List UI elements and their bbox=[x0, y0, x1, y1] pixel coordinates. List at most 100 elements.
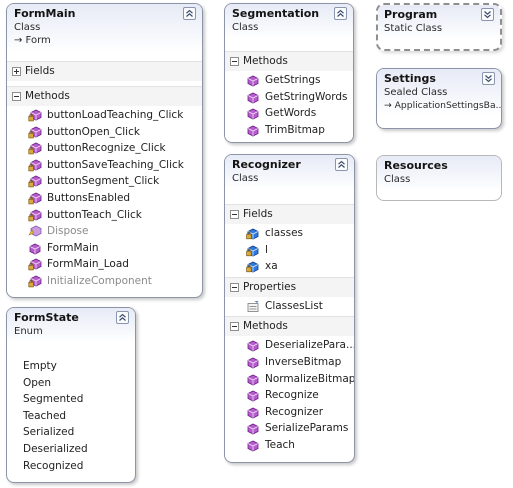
member-label: buttonRecognize_Click bbox=[47, 142, 166, 155]
expand-chevron-icon[interactable] bbox=[482, 72, 495, 85]
class-header[interactable]: FormMain Class → Form bbox=[7, 4, 202, 51]
enum-value[interactable]: Segmented bbox=[23, 393, 84, 406]
methods-section-header[interactable]: Methods bbox=[225, 51, 353, 71]
protected-method-icon bbox=[28, 225, 42, 238]
enum-value[interactable]: Deserialized bbox=[23, 442, 88, 455]
method-icon bbox=[246, 339, 260, 352]
member-method[interactable]: buttonLoadTeaching_Click bbox=[7, 107, 202, 124]
expand-chevron-icon[interactable] bbox=[481, 8, 494, 21]
member-property[interactable]: ClassesList bbox=[225, 298, 354, 315]
member-method[interactable]: DeserializePara... bbox=[225, 337, 354, 354]
member-method[interactable]: buttonSegment_Click bbox=[7, 173, 202, 190]
member-label: GetStrings bbox=[265, 74, 321, 86]
member-label: buttonLoadTeaching_Click bbox=[47, 109, 184, 121]
member-method[interactable]: GetStringWords bbox=[225, 89, 353, 106]
class-header[interactable]: Segmentation Class bbox=[225, 4, 353, 38]
collapse-chevron-icon[interactable] bbox=[183, 7, 196, 20]
member-method[interactable]: SerializeParams bbox=[225, 420, 354, 437]
methods-section-header[interactable]: Methods bbox=[225, 316, 354, 337]
private-method-icon bbox=[28, 109, 42, 122]
class-header[interactable]: Resources Class bbox=[377, 156, 501, 190]
enum-value[interactable]: Teached bbox=[23, 409, 67, 422]
enum-value[interactable]: Open bbox=[23, 376, 52, 389]
collapse-toggle-icon[interactable] bbox=[230, 57, 239, 66]
class-header[interactable]: Recognizer Class bbox=[225, 155, 354, 189]
class-header[interactable]: Program Static Class bbox=[378, 5, 500, 39]
collapse-toggle-icon[interactable] bbox=[230, 282, 239, 292]
fields-section-header[interactable]: Fields bbox=[225, 204, 354, 224]
collapse-toggle-icon[interactable] bbox=[230, 210, 239, 219]
section-label: Fields bbox=[243, 208, 273, 220]
enum-kind: Enum bbox=[14, 326, 43, 337]
member-label: ButtonsEnabled bbox=[47, 191, 131, 204]
method-icon bbox=[246, 91, 260, 104]
member-method[interactable]: buttonOpen_Click bbox=[7, 124, 202, 141]
member-method[interactable]: InitializeComponent bbox=[7, 273, 202, 290]
expand-toggle-icon[interactable] bbox=[12, 67, 21, 76]
member-method[interactable]: buttonRecognize_Click bbox=[7, 140, 202, 157]
member-method[interactable]: NormalizeBitmap bbox=[225, 371, 354, 388]
member-method[interactable]: GetWords bbox=[225, 105, 353, 122]
private-method-icon bbox=[28, 275, 42, 288]
enum-value[interactable]: Serialized bbox=[23, 426, 75, 439]
fields-section-header[interactable]: Fields bbox=[7, 61, 202, 81]
collapse-chevron-icon[interactable] bbox=[334, 7, 347, 20]
class-recognizer[interactable]: Recognizer Class Fields classes l xa Pro… bbox=[224, 154, 355, 463]
member-method[interactable]: Dispose bbox=[7, 223, 202, 240]
member-method[interactable]: TrimBitmap bbox=[225, 122, 353, 139]
class-name: Settings bbox=[384, 72, 436, 85]
class-resources[interactable]: Resources Class bbox=[376, 155, 502, 201]
member-label: buttonOpen_Click bbox=[47, 125, 140, 138]
member-label: FormMain_Load bbox=[47, 258, 129, 271]
method-icon bbox=[246, 74, 260, 87]
class-formmain[interactable]: FormMain Class → Form Fields Methods but… bbox=[6, 3, 203, 298]
private-method-icon bbox=[28, 209, 42, 222]
enum-value[interactable]: Empty bbox=[23, 360, 57, 372]
member-method[interactable]: buttonTeach_Click bbox=[7, 207, 202, 224]
member-method[interactable]: buttonSaveTeaching_Click bbox=[7, 157, 202, 174]
collapse-chevron-icon[interactable] bbox=[116, 311, 129, 324]
private-method-icon bbox=[28, 192, 42, 205]
member-label: GetStringWords bbox=[265, 90, 348, 103]
collapse-chevron-icon[interactable] bbox=[335, 158, 348, 171]
member-method[interactable]: InverseBitmap bbox=[225, 354, 354, 371]
class-program[interactable]: Program Static Class bbox=[376, 3, 502, 51]
properties-section-header[interactable]: Properties bbox=[225, 276, 354, 297]
section-label: Methods bbox=[25, 90, 70, 102]
member-method[interactable]: FormMain_Load bbox=[7, 256, 202, 273]
field-icon bbox=[246, 244, 260, 257]
class-kind: Class bbox=[14, 22, 41, 33]
private-method-icon bbox=[28, 175, 42, 188]
member-label: xa bbox=[265, 260, 278, 273]
member-method[interactable]: GetStrings bbox=[225, 72, 353, 89]
class-segmentation[interactable]: Segmentation Class Methods GetStrings Ge… bbox=[224, 3, 354, 143]
enum-header[interactable]: FormState Enum bbox=[7, 308, 135, 342]
private-method-icon bbox=[28, 142, 42, 155]
member-field[interactable]: classes bbox=[225, 225, 354, 242]
enum-name: FormState bbox=[14, 311, 79, 324]
member-method[interactable]: ButtonsEnabled bbox=[7, 190, 202, 207]
method-icon bbox=[246, 439, 260, 452]
member-label: buttonSaveTeaching_Click bbox=[47, 158, 184, 171]
member-field[interactable]: l bbox=[225, 242, 354, 259]
enum-value[interactable]: Recognized bbox=[23, 459, 84, 472]
methods-section-header[interactable]: Methods bbox=[7, 86, 202, 106]
member-label: Teach bbox=[265, 438, 295, 451]
member-field[interactable]: xa bbox=[225, 258, 354, 275]
member-label: buttonTeach_Click bbox=[47, 208, 142, 221]
class-settings[interactable]: Settings Sealed Class → ApplicationSetti… bbox=[376, 68, 502, 129]
class-header[interactable]: Settings Sealed Class → ApplicationSetti… bbox=[377, 69, 501, 116]
member-method[interactable]: Recognizer bbox=[225, 404, 354, 421]
member-method[interactable]: Recognize bbox=[225, 387, 354, 404]
collapse-toggle-icon[interactable] bbox=[12, 92, 21, 101]
member-label: DeserializePara... bbox=[265, 339, 355, 352]
enum-formstate[interactable]: FormState Enum Empty Open Segmented Teac… bbox=[6, 307, 136, 483]
member-label: FormMain bbox=[47, 241, 99, 254]
section-label: Fields bbox=[25, 65, 55, 77]
section-label: Properties bbox=[243, 280, 297, 293]
member-method[interactable]: FormMain bbox=[7, 240, 202, 257]
property-icon bbox=[246, 300, 260, 313]
class-kind: Class bbox=[232, 173, 259, 184]
collapse-toggle-icon[interactable] bbox=[230, 322, 239, 332]
member-method[interactable]: Teach bbox=[225, 437, 354, 454]
